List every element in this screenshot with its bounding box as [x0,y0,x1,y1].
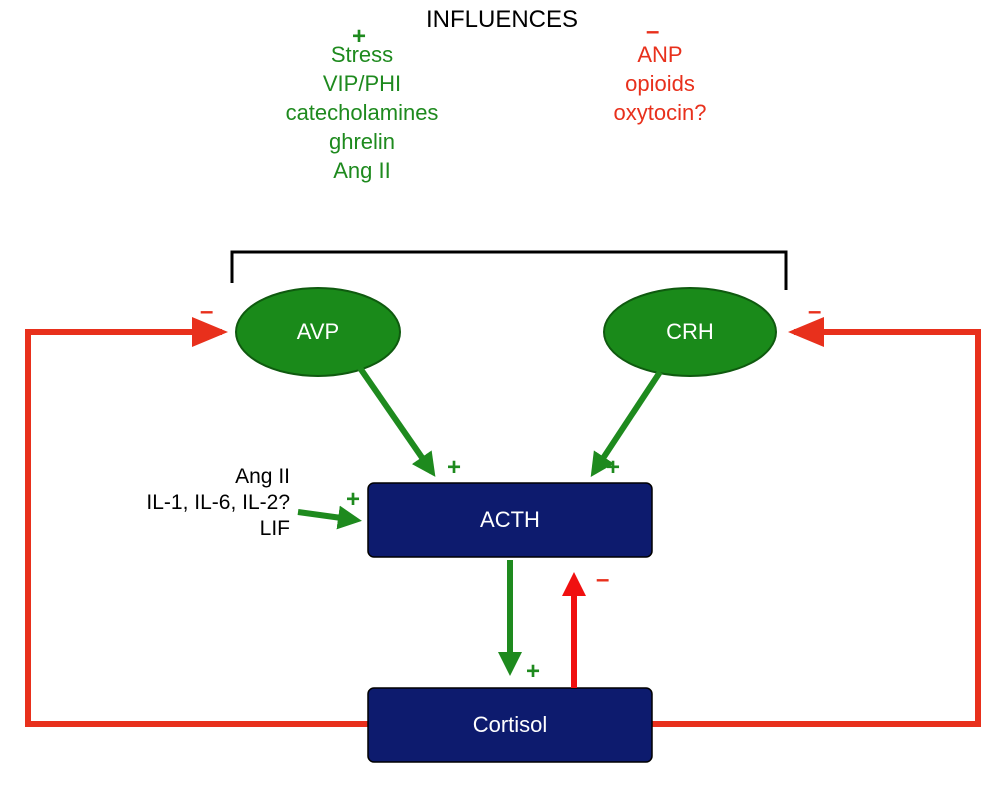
cortisol-to-crh-feedback-line [652,317,981,727]
acth-label: ACTH [480,507,540,532]
positive-influence-item: ghrelin [328,129,396,154]
crh-minus-sign: – [808,298,822,325]
acth-input-list: Ang II IL-1, IL-6, IL-2? LIF [110,464,290,542]
crh-plus-sign: + [606,454,621,481]
negative-influence-item: ANP [637,42,683,67]
cortisol-label: Cortisol [472,712,548,737]
acth-input-item: Ang II [235,465,290,488]
avp-label: AVP [296,319,340,344]
acth-to-cortisol-plus-sign: + [526,658,541,685]
positive-influences-list: Stress VIP/PHI catecholamines ghrelin An… [262,40,462,185]
positive-influences-sign: + [352,23,367,50]
avp-plus-sign: + [447,454,462,481]
grouping-bracket [230,250,788,290]
avp-to-acth-arrow [357,366,436,477]
cortisol-node [367,687,653,763]
cytokines-to-acth-arrow [297,505,362,530]
cortisol-to-acth-minus-sign: – [596,566,610,593]
negative-influences-list: ANP opioids oxytocin? [560,40,760,127]
positive-influence-item: Ang II [333,158,391,183]
negative-influences-sign: – [646,18,660,45]
crh-to-acth-arrow [590,370,663,478]
negative-influence-item: oxytocin? [613,100,707,125]
acth-node [367,482,653,558]
influences-title: INFLUENCES [425,6,579,33]
cytokines-plus-sign: + [346,486,361,513]
acth-input-item: IL-1, IL-6, IL-2? [146,491,290,514]
negative-influence-item: opioids [625,71,695,96]
positive-influence-item: Stress [330,42,394,67]
positive-influence-item: VIP/PHI [322,71,402,96]
positive-influence-item: catecholamines [285,100,439,125]
crh-label: CRH [666,319,714,344]
cortisol-to-avp-feedback-line [25,317,368,727]
avp-node [235,287,401,377]
avp-minus-sign: – [200,298,214,325]
acth-input-item: LIF [259,517,290,540]
crh-node [603,287,777,377]
